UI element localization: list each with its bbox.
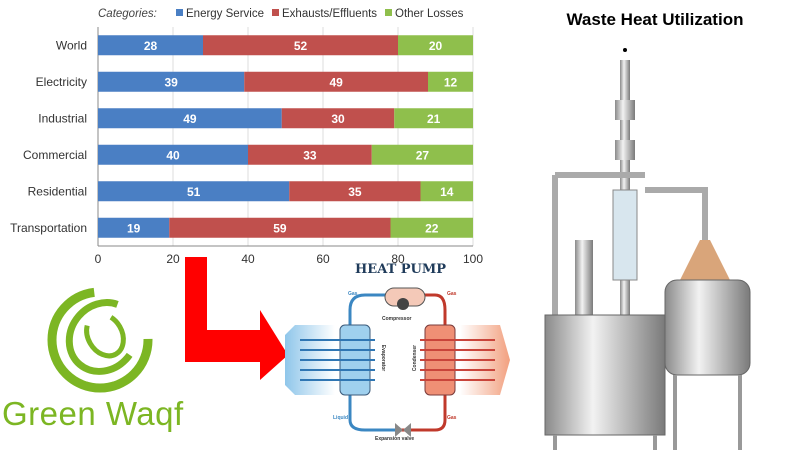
legend-entry: Exhausts/Effluents bbox=[282, 8, 377, 20]
x-tick-label: 20 bbox=[166, 252, 180, 266]
bar-segment bbox=[398, 35, 473, 56]
bar-segment bbox=[244, 71, 428, 92]
bar-segment bbox=[98, 144, 248, 165]
legend-swatch bbox=[385, 9, 392, 16]
bar-segment bbox=[98, 217, 170, 238]
bar-segment bbox=[98, 108, 282, 129]
data-label: 33 bbox=[303, 148, 317, 162]
legend-title: Categories: bbox=[98, 8, 157, 20]
x-tick-label: 100 bbox=[463, 252, 483, 266]
category-label: Industrial bbox=[38, 111, 87, 125]
data-label: 27 bbox=[416, 148, 430, 162]
data-label: 19 bbox=[127, 221, 141, 235]
x-tick-label: 80 bbox=[391, 252, 405, 266]
data-label: 49 bbox=[329, 75, 343, 89]
data-label: 30 bbox=[331, 112, 345, 126]
data-label: 20 bbox=[429, 39, 443, 53]
data-label: 52 bbox=[294, 39, 308, 53]
bar-segment bbox=[281, 108, 395, 129]
data-label: 21 bbox=[427, 112, 441, 126]
bar-segment bbox=[98, 71, 245, 92]
data-label: 59 bbox=[273, 221, 287, 235]
condenser-label: Condenser bbox=[412, 344, 419, 372]
bar-segment bbox=[98, 181, 290, 202]
bar-segment bbox=[371, 144, 473, 165]
category-label: Transportation bbox=[10, 221, 87, 235]
legend-entry: Energy Service bbox=[186, 8, 264, 20]
data-label: 22 bbox=[425, 221, 439, 235]
gas-label: Gas bbox=[447, 291, 457, 297]
liquid-label: Liquid bbox=[333, 415, 348, 421]
bar-segment bbox=[248, 144, 372, 165]
expansion-valve-label: Expansion valve bbox=[375, 436, 415, 442]
data-label: 35 bbox=[348, 185, 362, 199]
category-label: Commercial bbox=[23, 148, 87, 162]
evaporator-label: Evaporator bbox=[380, 344, 387, 372]
bar-segment bbox=[390, 217, 473, 238]
data-label: 14 bbox=[440, 185, 454, 199]
bar-segment bbox=[98, 35, 203, 56]
data-label: 12 bbox=[444, 75, 458, 89]
legend-swatch bbox=[272, 9, 279, 16]
x-tick-label: 60 bbox=[316, 252, 330, 266]
bar-segment bbox=[169, 217, 391, 238]
bar-segment bbox=[394, 108, 473, 129]
data-label: 51 bbox=[187, 185, 201, 199]
compressor-label: Compressor bbox=[382, 316, 412, 322]
category-label: Electricity bbox=[36, 75, 87, 89]
data-label: 49 bbox=[183, 112, 197, 126]
legend-entry: Other Losses bbox=[395, 8, 464, 20]
heat-pump-title: HEAT PUMP bbox=[355, 262, 447, 277]
bar-segment bbox=[428, 71, 473, 92]
category-label: Residential bbox=[28, 184, 87, 198]
legend-swatch bbox=[176, 9, 183, 16]
data-label: 39 bbox=[164, 75, 178, 89]
gas-label: Gas bbox=[348, 291, 358, 297]
heat-pump-diagram bbox=[285, 287, 510, 437]
x-tick-label: 0 bbox=[95, 252, 102, 266]
data-label: 28 bbox=[144, 39, 158, 53]
category-label: World bbox=[56, 38, 87, 52]
page-title: Waste Heat Utilization bbox=[566, 10, 744, 29]
data-label: 40 bbox=[166, 148, 180, 162]
waste-heat-equipment-image bbox=[544, 48, 751, 450]
bar-segment bbox=[420, 181, 473, 202]
bar-segment bbox=[289, 181, 421, 202]
green-waqf-logo-icon bbox=[47, 287, 153, 393]
brand-name: Green Waqf bbox=[2, 395, 184, 432]
gas-label: Gas bbox=[447, 415, 457, 421]
red-arrow-icon bbox=[185, 257, 288, 380]
x-tick-label: 40 bbox=[241, 252, 255, 266]
bar-segment bbox=[203, 35, 398, 56]
